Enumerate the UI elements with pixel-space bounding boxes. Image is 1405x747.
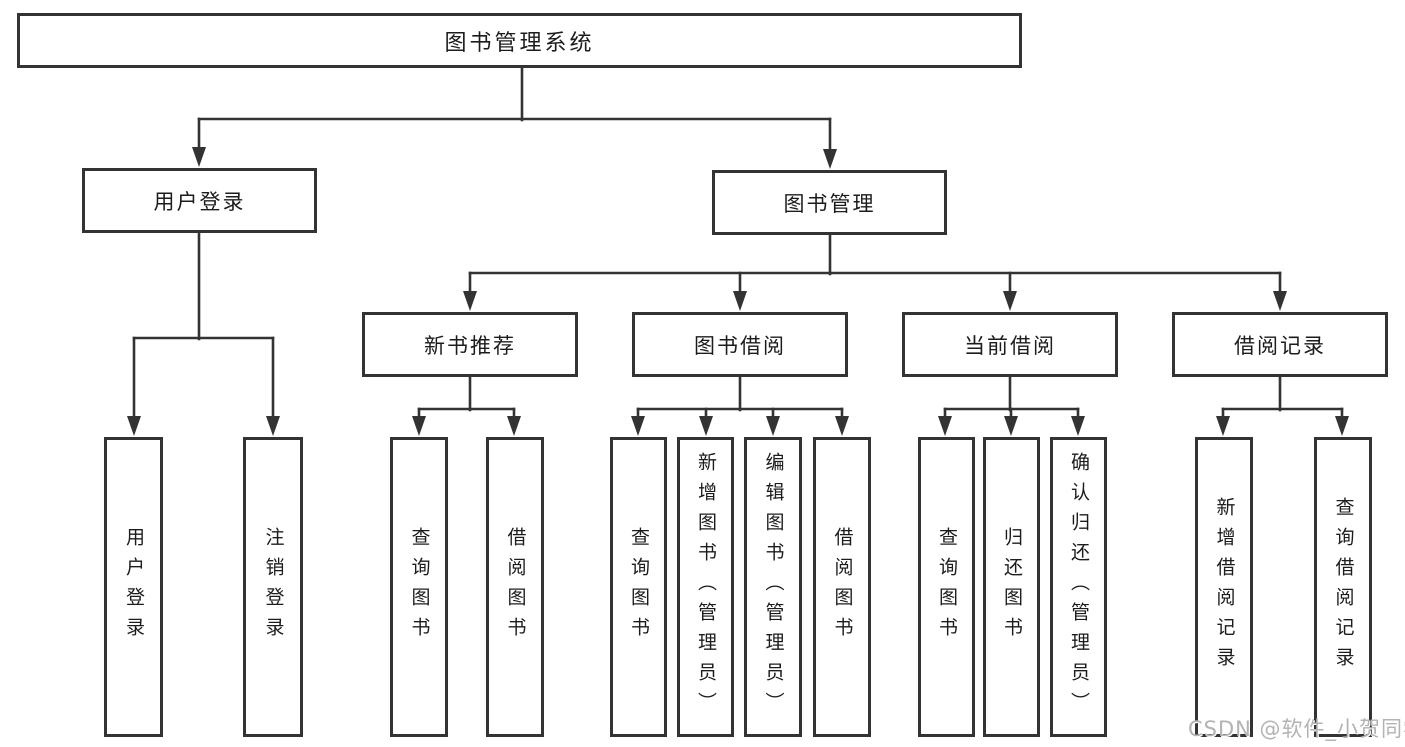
node-leaf-query-books-b: 查询图书	[610, 437, 667, 737]
csdn-watermark: CSDN @软件_小贺同学	[1188, 717, 1405, 741]
node-borrowing-records: 借阅记录	[1172, 312, 1388, 377]
arrowhead-icon	[766, 416, 780, 436]
node-label: 图书管理	[783, 191, 876, 216]
node-leaf-edit-books-admin: 编辑图书（管理员）	[744, 437, 802, 737]
arrowhead-icon	[266, 416, 280, 436]
node-label: 当前借阅	[964, 333, 1056, 358]
node-new-book-recommend: 新书推荐	[362, 312, 578, 377]
node-leaf-borrow-books-a: 借阅图书	[486, 437, 544, 737]
node-user-login: 用户登录	[82, 168, 317, 233]
arrowhead-icon	[1003, 291, 1017, 311]
node-leaf-logout: 注销登录	[243, 437, 303, 737]
arrowhead-icon	[1335, 416, 1349, 436]
node-leaf-add-books-admin: 新增图书（管理员）	[677, 437, 734, 737]
arrowhead-icon	[631, 416, 645, 436]
node-label: 借阅图书	[504, 527, 527, 647]
node-label: 查询图书	[628, 527, 650, 647]
node-label: 新增借阅记录	[1213, 497, 1236, 677]
node-root-system: 图书管理系统	[17, 13, 1022, 68]
node-label: 新书推荐	[424, 333, 516, 358]
arrowhead-icon	[823, 149, 837, 169]
node-leaf-query-books-c: 查询图书	[918, 437, 975, 737]
arrowhead-icon	[127, 416, 141, 436]
arrowhead-icon	[1071, 416, 1085, 436]
node-label: 图书管理系统	[444, 30, 595, 56]
node-label: 用户登录	[153, 189, 246, 214]
arrowhead-icon	[733, 291, 747, 311]
node-label: 注销登录	[262, 527, 285, 647]
node-label: 查询图书	[936, 527, 958, 647]
arrowhead-icon	[192, 147, 206, 167]
node-leaf-return-books: 归还图书	[983, 437, 1040, 737]
arrowhead-icon	[1273, 291, 1287, 311]
node-label: 图书借阅	[694, 333, 786, 358]
node-book-borrowing: 图书借阅	[632, 312, 848, 377]
node-label: 借阅记录	[1234, 333, 1326, 358]
node-book-management: 图书管理	[712, 170, 947, 235]
node-label: 确认归还（管理员）	[1068, 452, 1090, 722]
node-label: 用户登录	[123, 527, 145, 647]
node-leaf-query-books-a: 查询图书	[390, 437, 448, 737]
node-leaf-add-borrow-record: 新增借阅记录	[1195, 437, 1253, 737]
arrowhead-icon	[412, 416, 426, 436]
node-leaf-confirm-return-admin: 确认归还（管理员）	[1050, 437, 1107, 737]
arrowhead-icon	[507, 416, 521, 436]
node-leaf-user-login: 用户登录	[104, 437, 163, 737]
node-leaf-query-borrow-record: 查询借阅记录	[1314, 437, 1372, 737]
node-label: 编辑图书（管理员）	[762, 452, 785, 722]
arrowhead-icon	[463, 291, 477, 311]
arrowhead-icon	[1216, 416, 1230, 436]
arrowhead-icon	[938, 416, 952, 436]
node-label: 归还图书	[1001, 527, 1023, 647]
node-current-borrowing: 当前借阅	[902, 312, 1118, 377]
arrowhead-icon	[699, 416, 713, 436]
arrowhead-icon	[835, 416, 849, 436]
node-leaf-borrow-books-b: 借阅图书	[813, 437, 871, 737]
node-label: 新增图书（管理员）	[695, 452, 717, 722]
node-label: 查询借阅记录	[1332, 497, 1355, 677]
node-label: 借阅图书	[831, 527, 854, 647]
node-label: 查询图书	[408, 527, 431, 647]
arrowhead-icon	[1004, 416, 1018, 436]
